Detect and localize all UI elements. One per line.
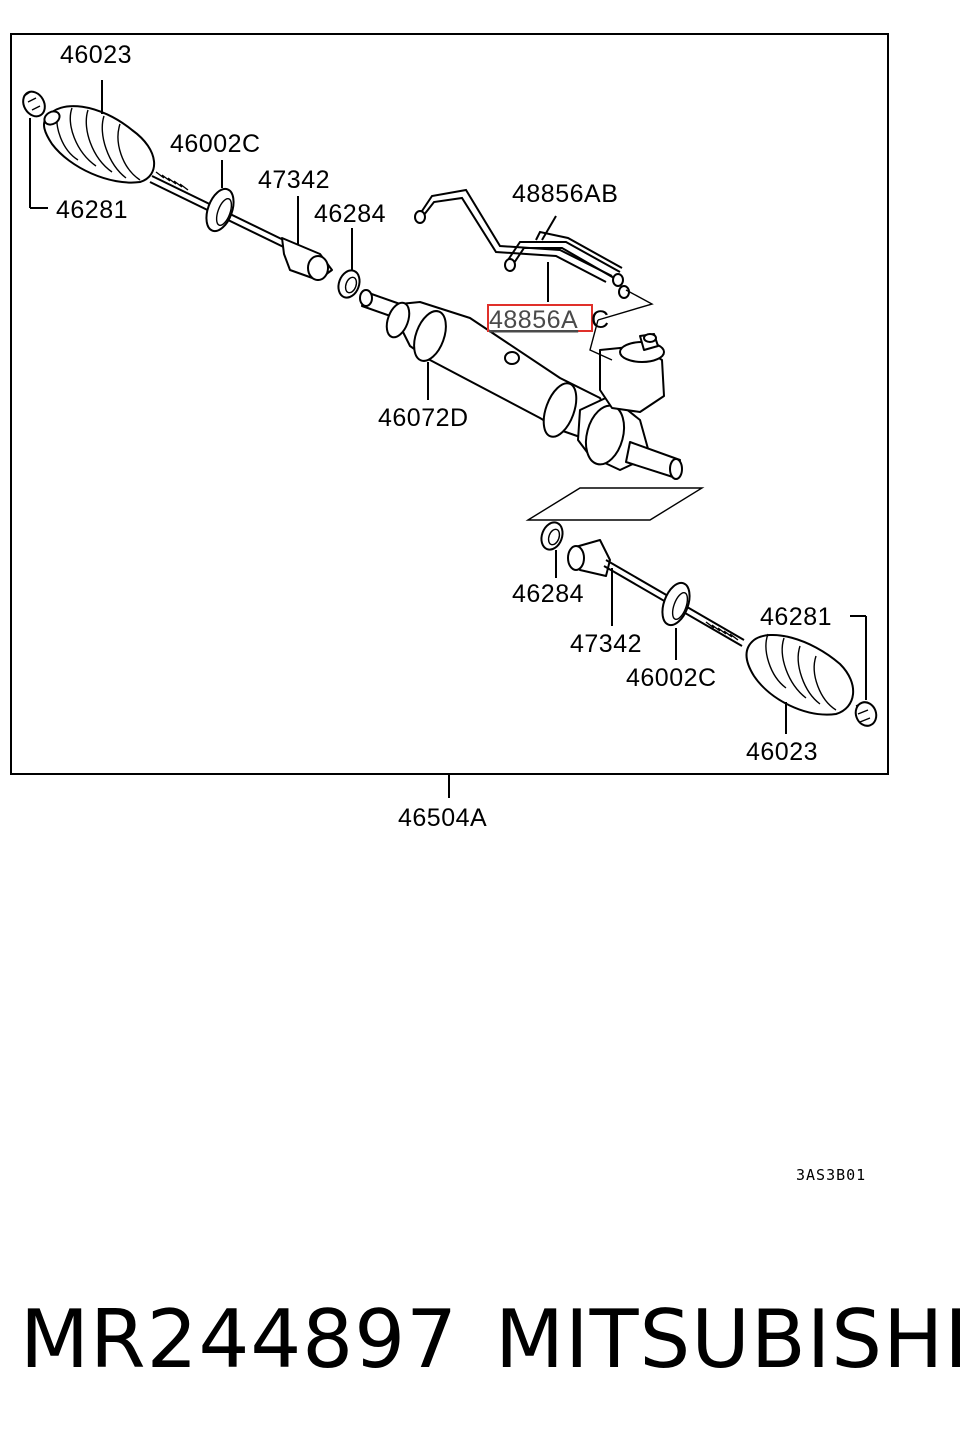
callout-boot-bottom: 46023 — [746, 738, 818, 766]
pressure-line-icon — [414, 188, 630, 299]
part-number: MR244897 — [20, 1293, 458, 1386]
figure-code: 3AS3B01 — [796, 1166, 866, 1184]
brand-name: MITSUBISHI — [495, 1293, 960, 1386]
callout-clamp-top: 46281 — [56, 196, 128, 224]
callout-line-ab: 48856AB — [512, 180, 618, 208]
tie-rod-bottom-icon — [567, 539, 745, 647]
callout-tie-rod-bottom: 47342 — [570, 630, 642, 658]
callout-housing: 46072D — [378, 404, 469, 432]
rack-housing-icon — [359, 289, 683, 480]
boot-top-icon — [43, 105, 155, 184]
callout-assembly: 46504A — [398, 804, 487, 832]
callout-line-ac-highlighted[interactable]: 48856A — [489, 306, 578, 334]
clamp-bottom-icon — [854, 701, 878, 727]
callout-washer-top: 46284 — [314, 200, 386, 228]
callout-boot-top: 46023 — [60, 41, 132, 69]
bracket-line — [525, 487, 705, 521]
washer-top-icon — [337, 269, 361, 299]
washer-bottom-icon — [540, 521, 564, 551]
clamp-top-icon — [22, 90, 46, 118]
callout-band-top: 46002C — [170, 130, 261, 158]
band-top-icon — [205, 187, 235, 233]
callout-tie-rod-top: 47342 — [258, 166, 330, 194]
band-bottom-icon — [661, 581, 691, 627]
callout-clamp-bottom: 46281 — [760, 603, 832, 631]
callout-band-bottom: 46002C — [626, 664, 717, 692]
boot-bottom-icon — [745, 633, 855, 716]
callout-line-ac-suffix: C — [591, 306, 610, 334]
callout-washer-bottom: 46284 — [512, 580, 584, 608]
highlight-box — [487, 304, 593, 332]
footer: MR244897 MITSUBISHI — [0, 1290, 960, 1390]
